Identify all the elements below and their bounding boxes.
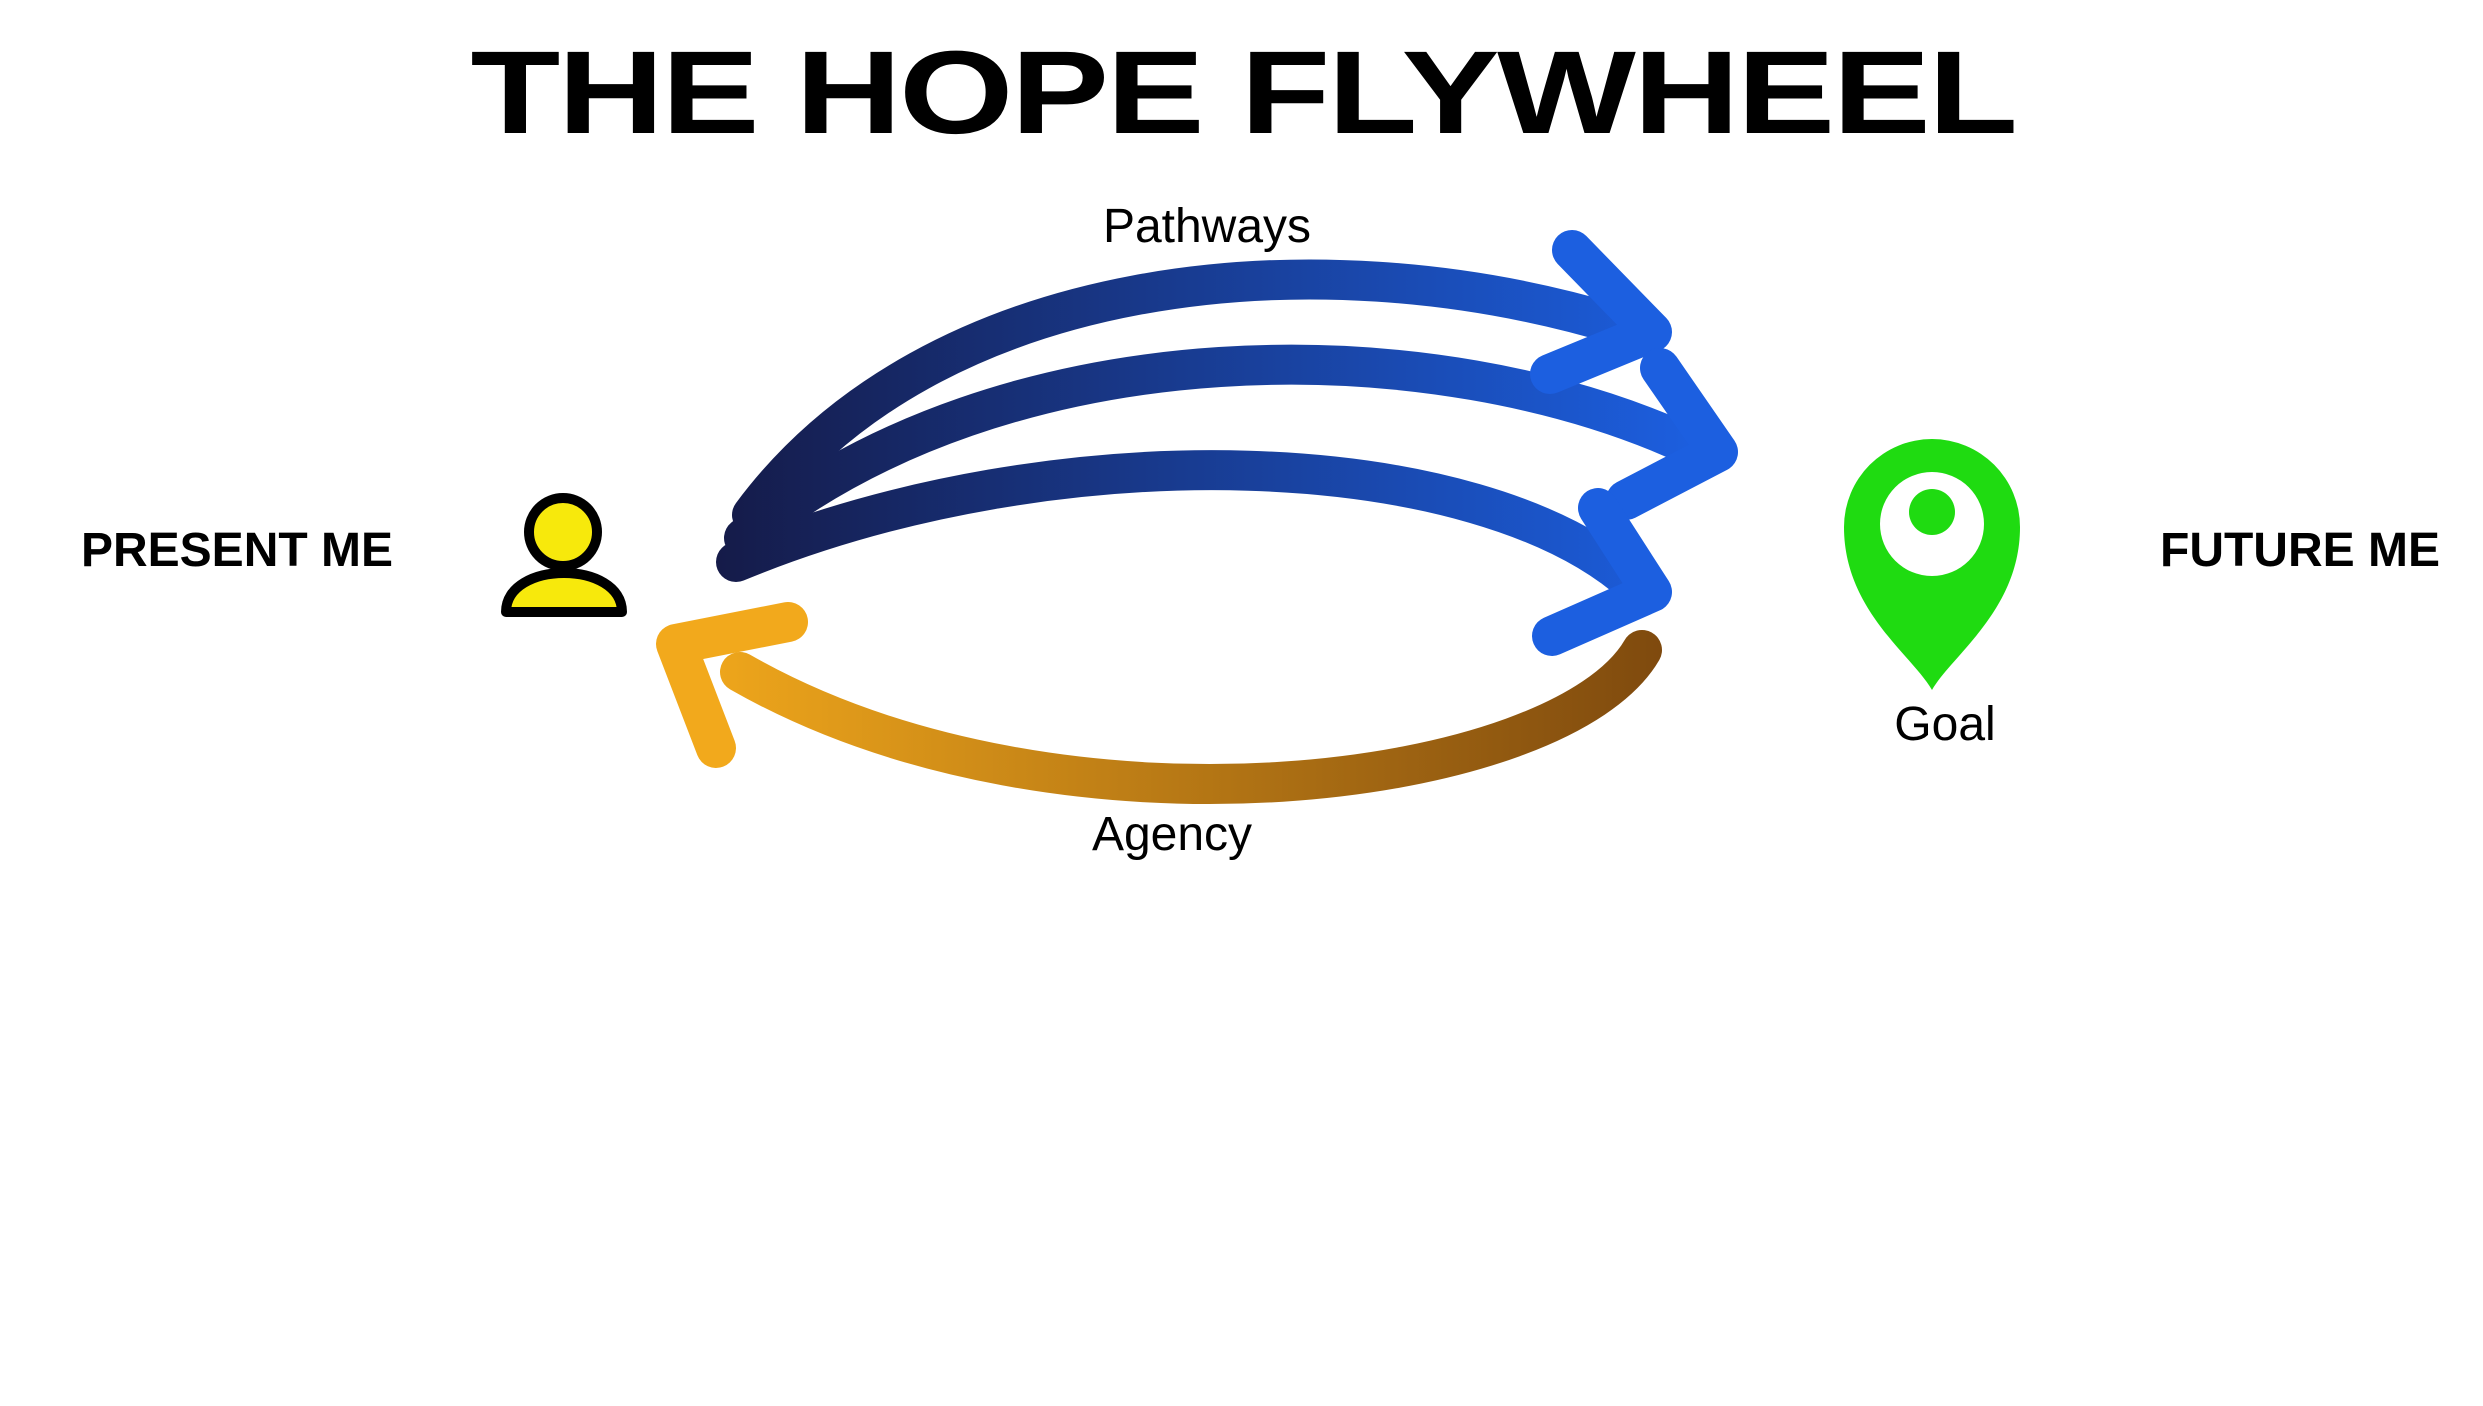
pathways-arrow-top bbox=[732, 259, 1638, 535]
arrowhead-icon bbox=[656, 602, 808, 768]
arrowhead-icon bbox=[1532, 488, 1672, 656]
location-pin-icon bbox=[1844, 439, 2020, 690]
arrowhead-icon bbox=[1606, 348, 1738, 520]
arrowhead-icon bbox=[1530, 230, 1672, 394]
diagram-labels: THE HOPE FLYWHEEL Pathways Agency PRESEN… bbox=[81, 27, 2440, 861]
agency-arrow bbox=[720, 630, 1662, 805]
pathways-label: Pathways bbox=[1103, 200, 1311, 253]
pin-center-dot bbox=[1909, 489, 1955, 535]
pathways-arrow-middle bbox=[724, 344, 1715, 558]
page-title: THE HOPE FLYWHEEL bbox=[471, 27, 2016, 159]
present-me-label: PRESENT ME bbox=[81, 524, 393, 577]
pathways-arrows bbox=[716, 259, 1715, 605]
person-body bbox=[501, 568, 627, 617]
person-icon bbox=[501, 493, 627, 617]
future-me-label: FUTURE ME bbox=[2160, 524, 2440, 577]
pathways-arrowheads bbox=[1530, 230, 1738, 656]
pathways-arrow-bottom bbox=[716, 450, 1655, 605]
goal-label: Goal bbox=[1894, 698, 1995, 751]
agency-label: Agency bbox=[1092, 808, 1252, 861]
person-head bbox=[524, 493, 602, 571]
